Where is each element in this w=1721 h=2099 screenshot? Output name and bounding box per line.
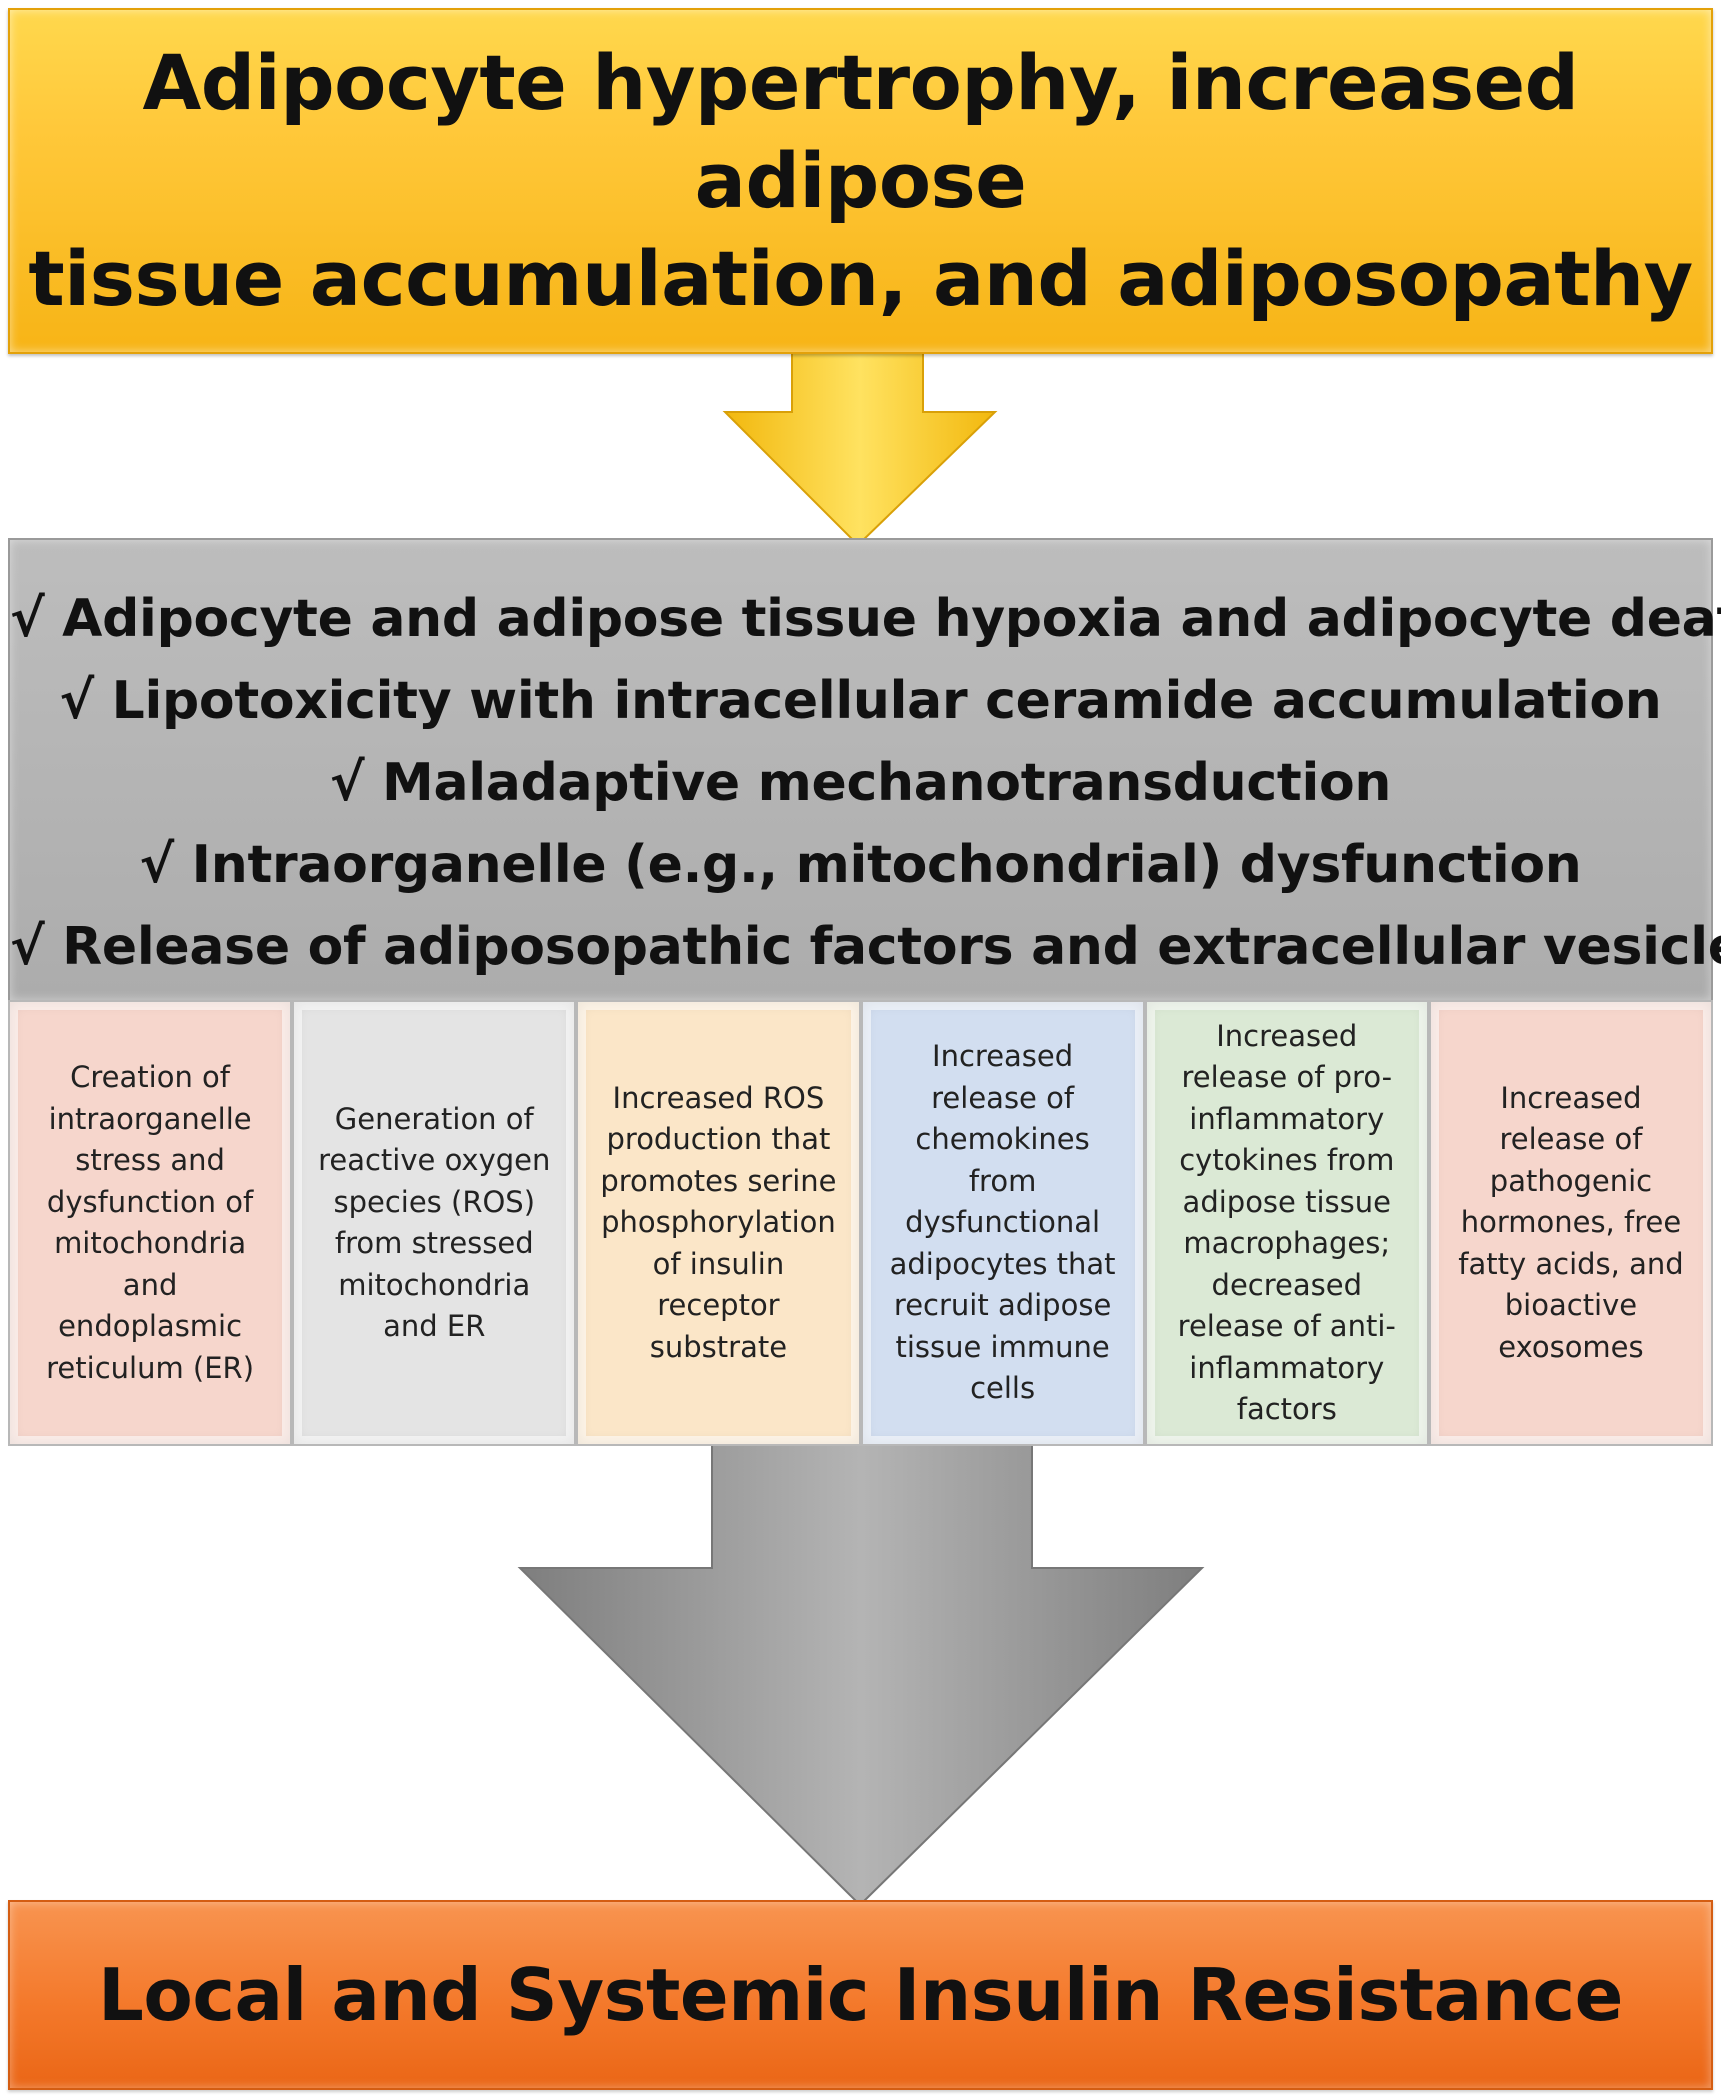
effect-card-intraorganelle-stress: Creation of intraorganelle stress and dy… [8, 1000, 293, 1446]
bottom-box-title: Local and Systemic Insulin Resistance [98, 1953, 1623, 2037]
mechanism-item: √ Adipocyte and adipose tissue hypoxia a… [10, 589, 1721, 649]
effect-card-ros-generation: Generation of reactive oxygen species (R… [292, 1000, 577, 1446]
effect-card-pathogenic-hormones: Increased release of pathogenic hormones… [1428, 1000, 1714, 1446]
effect-card-text: Increased release of pro-inflammatory cy… [1177, 1018, 1396, 1427]
effect-card-cytokines: Increased release of pro-inflammatory cy… [1144, 1000, 1429, 1446]
effect-card-ros-serine-phosphorylation: Increased ROS production that promotes s… [576, 1000, 861, 1446]
mechanisms-box: √ Adipocyte and adipose tissue hypoxia a… [8, 538, 1721, 1002]
grey-down-arrow [517, 1439, 1205, 1907]
effect-card-text: Increased release of pathogenic hormones… [1458, 1080, 1684, 1364]
mechanism-item: √ Lipotoxicity with intracellular cerami… [59, 671, 1662, 731]
insulin-resistance-box: Local and Systemic Insulin Resistance [8, 1900, 1713, 2090]
top-box-line-2: tissue accumulation, and adiposopathy [28, 234, 1693, 323]
top-box-title: Adipocyte hypertrophy, increased adipose… [10, 34, 1711, 328]
mechanism-item: √ Maladaptive mechanotransduction [329, 753, 1392, 813]
mechanisms-list: √ Adipocyte and adipose tissue hypoxia a… [10, 578, 1721, 988]
effects-cards-row: Creation of intraorganelle stress and dy… [8, 1000, 1714, 1446]
top-box-line-1: Adipocyte hypertrophy, increased adipose [142, 38, 1579, 225]
effect-card-chemokines: Increased release of chemokines from dys… [860, 1000, 1145, 1446]
mechanism-item: √ Intraorganelle (e.g., mitochondrial) d… [139, 835, 1582, 895]
effect-card-text: Creation of intraorganelle stress and dy… [46, 1060, 255, 1385]
effect-card-text: Generation of reactive oxygen species (R… [318, 1101, 551, 1344]
effect-card-text: Increased ROS production that promotes s… [600, 1080, 837, 1364]
adipocyte-hypertrophy-box: Adipocyte hypertrophy, increased adipose… [8, 8, 1713, 354]
mechanism-item: √ Release of adiposopathic factors and e… [10, 917, 1721, 977]
effect-card-text: Increased release of chemokines from dys… [889, 1039, 1116, 1406]
